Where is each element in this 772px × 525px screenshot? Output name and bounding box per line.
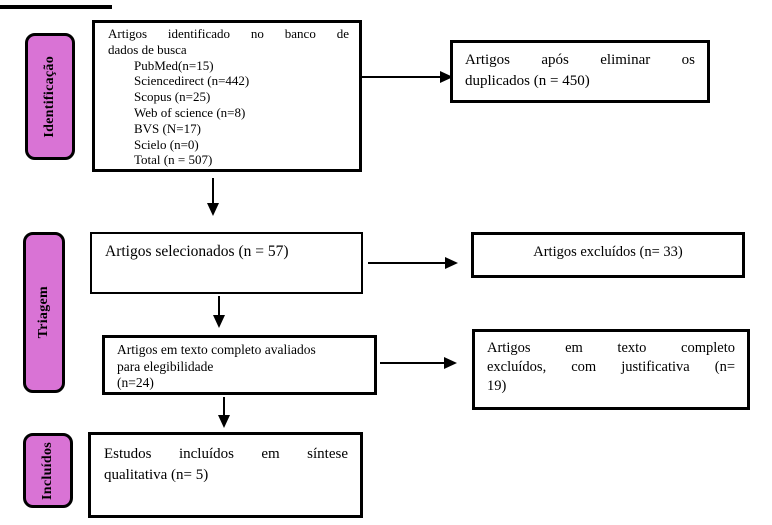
arrow-shaft bbox=[368, 262, 445, 264]
box-text-line: 19) bbox=[487, 378, 507, 394]
source-item: Scopus (n=25) bbox=[134, 89, 211, 105]
source-item: Sciencedirect (n=442) bbox=[134, 73, 250, 89]
stage-label-text: Triagem bbox=[36, 286, 51, 339]
stage-label-identification: Identificação bbox=[25, 33, 75, 160]
box-text-line: Artigos identificado no banco de bbox=[108, 26, 349, 41]
top-border-artifact bbox=[0, 5, 112, 9]
source-item: Scielo (n=0) bbox=[134, 136, 199, 152]
source-item: Total (n = 507) bbox=[134, 152, 213, 168]
arrow-shaft bbox=[212, 178, 214, 204]
arrowhead-right-icon bbox=[445, 257, 458, 269]
arrow-shaft bbox=[362, 76, 440, 78]
box-text-line: Artigos selecionados (n = 57) bbox=[105, 243, 289, 260]
box-text-line: dados de busca bbox=[108, 41, 187, 57]
box-text-line: (n=24) bbox=[117, 375, 154, 390]
box-text-line: Artigos após eliminar os bbox=[465, 52, 695, 68]
box-text-line: Artigos excluídos (n= 33) bbox=[533, 244, 683, 260]
source-item: Web of science (n=8) bbox=[134, 104, 246, 120]
arrowhead-down-icon bbox=[218, 415, 230, 428]
box-text-line: para elegibilidade bbox=[117, 358, 214, 374]
box-excluded-articles: Artigos excluídos (n= 33) bbox=[471, 232, 745, 278]
box-text-line: Artigos em texto completo avaliados bbox=[117, 342, 316, 357]
box-identified-records: Artigos identificado no banco de dados d… bbox=[92, 20, 362, 172]
box-included-synthesis: Estudos incluídos em síntese qualitativa… bbox=[88, 432, 363, 518]
box-text-line: Artigos em texto completo bbox=[487, 340, 735, 356]
arrow-shaft bbox=[380, 362, 444, 364]
box-after-duplicates: Artigos após eliminar os duplicados (n =… bbox=[450, 40, 710, 103]
box-fulltext-assessed: Artigos em texto completo avaliados para… bbox=[102, 335, 377, 395]
box-text-line: excluídos, com justificativa (n= bbox=[487, 359, 735, 375]
stage-label-included: Incluídos bbox=[23, 433, 73, 508]
source-item: BVS (N=17) bbox=[134, 120, 201, 136]
stage-label-text: Incluídos bbox=[40, 441, 55, 500]
box-fulltext-excluded: Artigos em texto completo excluídos, com… bbox=[472, 329, 750, 410]
arrowhead-down-icon bbox=[207, 203, 219, 216]
box-selected-articles: Artigos selecionados (n = 57) bbox=[90, 232, 363, 294]
stage-label-screening: Triagem bbox=[23, 232, 65, 393]
source-item: PubMed(n=15) bbox=[134, 57, 214, 73]
box-text-line: qualitativa (n= 5) bbox=[104, 467, 209, 483]
arrowhead-right-icon bbox=[440, 71, 453, 83]
box-text-line: Estudos incluídos em síntese bbox=[104, 446, 348, 462]
arrow-shaft bbox=[218, 296, 220, 316]
arrow-shaft bbox=[223, 397, 225, 416]
arrowhead-right-icon bbox=[444, 357, 457, 369]
box-text-line: duplicados (n = 450) bbox=[465, 73, 590, 89]
stage-label-text: Identificação bbox=[42, 55, 57, 138]
arrowhead-down-icon bbox=[213, 315, 225, 328]
